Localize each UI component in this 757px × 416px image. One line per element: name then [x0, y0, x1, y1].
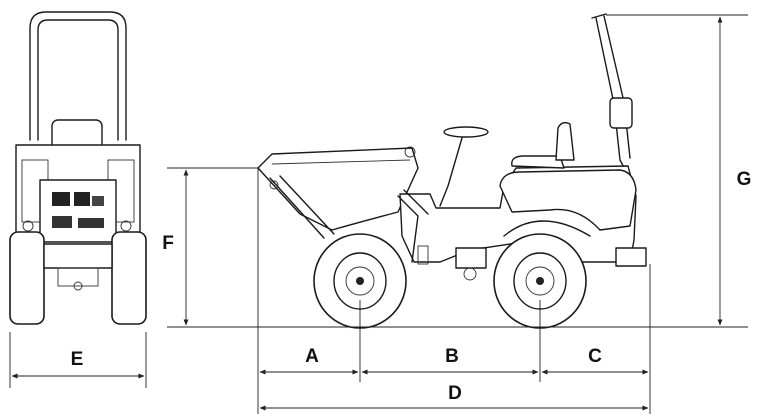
dimension-label-f: F [162, 233, 174, 254]
dimension-label-c: C [588, 346, 602, 367]
dimension-label-d: D [448, 383, 462, 404]
dimension-label-g: G [737, 169, 752, 190]
dimension-label-b: B [445, 346, 459, 367]
dimension-lines [9, 14, 748, 414]
side-view [257, 13, 647, 329]
dimension-label-e: E [71, 349, 84, 370]
front-view [9, 11, 147, 325]
rear-wheel [493, 233, 587, 329]
dimension-label-a: A [305, 346, 319, 367]
